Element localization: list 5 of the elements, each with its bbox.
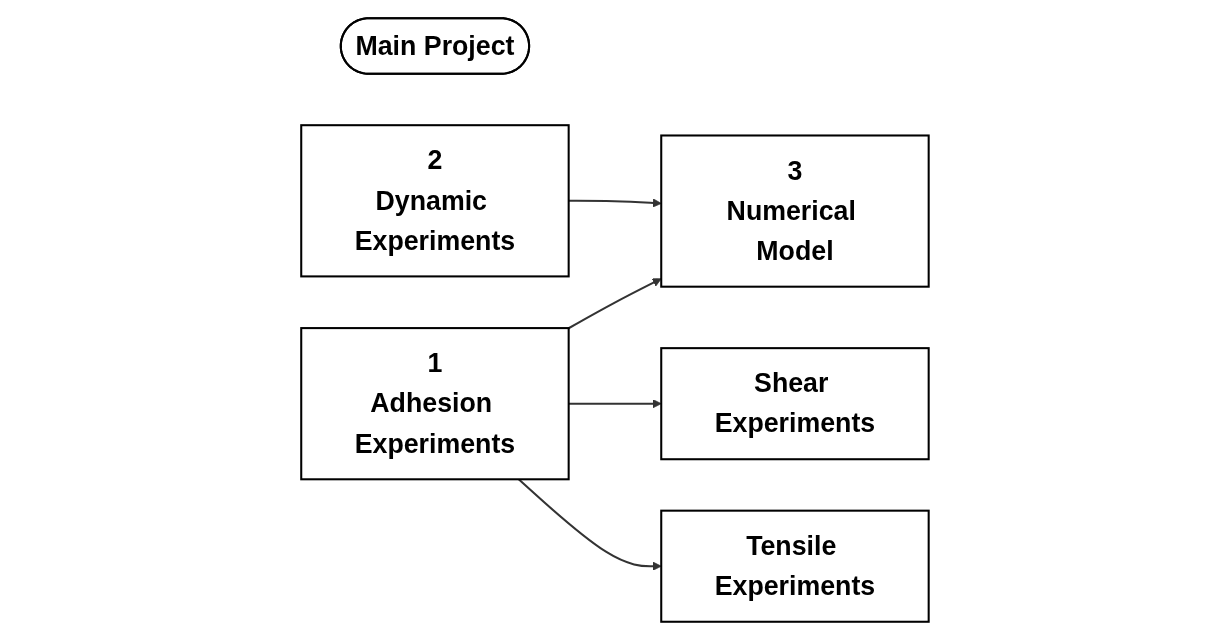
node-box: 2 Dynamic Experiments	[299, 123, 570, 277]
node-box: 1 Adhesion Experiments	[299, 326, 570, 480]
node-box: Shear Experiments	[659, 346, 930, 460]
node-box: 3 Numerical Model	[659, 133, 930, 288]
node-box: Tensile Experiments	[659, 509, 930, 623]
